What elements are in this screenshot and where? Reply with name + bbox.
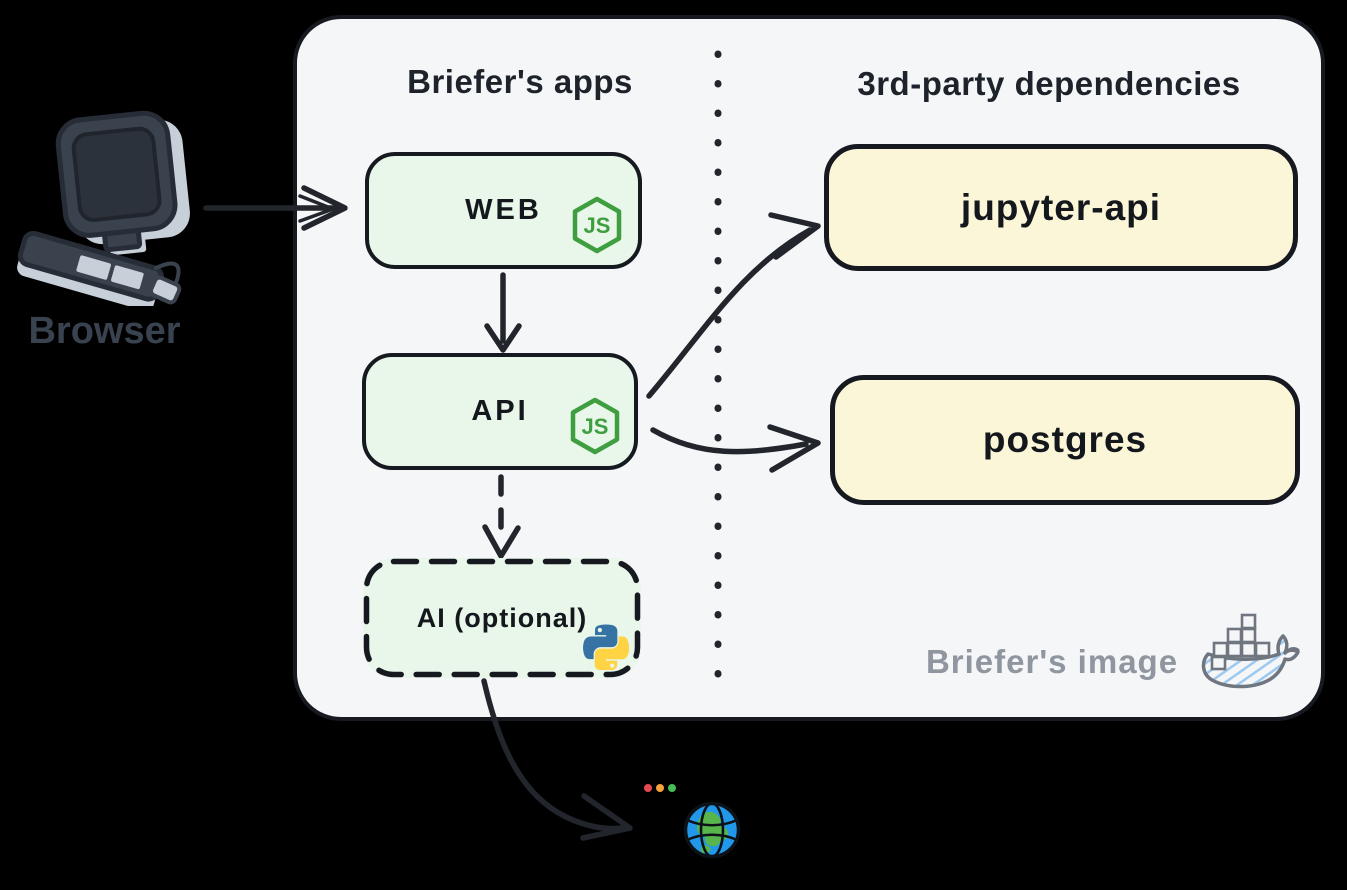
svg-text:JS: JS (582, 414, 609, 439)
python-icon (583, 624, 629, 670)
node-ai-optional: AI (optional) (363, 558, 641, 678)
docker-whale-icon (1201, 613, 1300, 689)
node-web-label: WEB (465, 194, 542, 226)
briefer-image-label: Briefer's image (925, 643, 1179, 680)
section-title-briefer-apps: Briefer's apps (407, 63, 633, 100)
globe-icon (683, 801, 741, 859)
node-api: API JS (362, 353, 638, 470)
node-postgres: postgres (830, 375, 1300, 505)
browser-label: Browser (28, 310, 181, 352)
section-title-3rd-party: 3rd-party dependencies (857, 65, 1241, 102)
node-web: WEB JS (365, 152, 642, 269)
svg-text:JS: JS (584, 213, 611, 238)
node-postgres-label: postgres (982, 419, 1148, 460)
node-jupyter-label: jupyter-api (960, 186, 1162, 228)
node-jupyter-api: jupyter-api (824, 144, 1298, 271)
node-ai-label: AI (optional) (416, 602, 588, 633)
nodejs-icon: JS (570, 397, 620, 455)
ellipsis-dots (644, 784, 676, 792)
nodejs-icon: JS (572, 196, 622, 254)
computer-icon (17, 110, 190, 306)
node-api-label: API (471, 395, 529, 427)
